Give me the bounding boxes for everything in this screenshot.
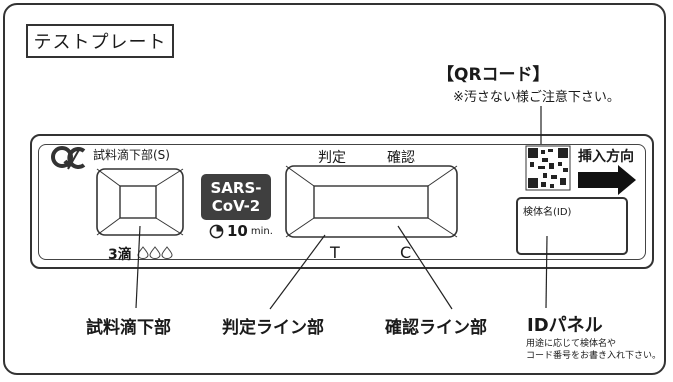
id-panel-label: 検体名(ID) xyxy=(523,207,572,218)
timer-icon xyxy=(209,224,224,238)
qr-title: 【QRコード】 xyxy=(437,65,550,85)
qr-code-icon xyxy=(525,145,571,191)
qc-logo-icon xyxy=(51,146,86,170)
id-note-line1: 用途に応じて検体名や xyxy=(526,339,617,349)
sars-cov2-badge: SARS- CoV-2 xyxy=(201,174,271,220)
id-panel: 検体名(ID) xyxy=(516,197,628,255)
arrow-right-icon xyxy=(578,165,636,195)
badge-line1: SARS- xyxy=(210,179,262,197)
sample-well xyxy=(96,168,184,236)
reading-window xyxy=(285,165,458,238)
diagram-frame xyxy=(3,3,666,375)
callout-id-panel: IDパネル xyxy=(527,315,603,336)
badge-line2: CoV-2 xyxy=(211,197,261,215)
callout-lines xyxy=(135,106,548,310)
confirm-zone-label: 確認 xyxy=(387,150,415,166)
callout-judge-line: 判定ライン部 xyxy=(222,318,324,338)
c-line-label: C xyxy=(400,243,412,262)
sample-well-label: 試料滴下部(S) xyxy=(93,148,170,162)
callout-confirm-line: 確認ライン部 xyxy=(385,318,487,338)
insert-direction-label: 挿入方向 xyxy=(578,149,634,165)
timer-value: 10 xyxy=(227,222,248,240)
id-panel-note: 用途に応じて検体名や コード番号をお書き入れ下さい。 xyxy=(526,338,661,362)
callout-sample-well: 試料滴下部 xyxy=(86,318,171,338)
page-title-text: テストプレート xyxy=(33,32,167,53)
timer-unit: min. xyxy=(250,225,273,237)
id-note-line2: コード番号をお書き入れ下さい。 xyxy=(526,351,662,361)
drops-label: 3滴 xyxy=(108,247,132,263)
test-plate-inner xyxy=(38,144,646,260)
qr-note: ※汚さない様ご注意下さい。 xyxy=(453,90,620,105)
judge-zone-label: 判定 xyxy=(318,150,346,166)
t-line-label: T xyxy=(330,243,340,262)
page-title: テストプレート xyxy=(26,24,174,58)
